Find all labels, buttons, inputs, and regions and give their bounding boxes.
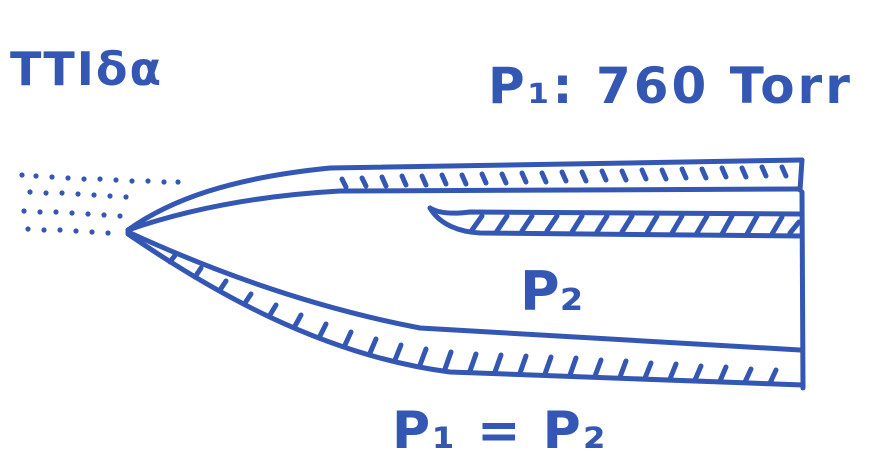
inner-wall-hatching (472, 216, 799, 234)
pressure-inside-label: P₂ (520, 260, 583, 323)
bottom-wall-hatching (170, 254, 776, 383)
equation-label: P₁ = P₂ (392, 401, 608, 455)
word-label: ΤΤΙδα (10, 42, 163, 96)
top-wall-hatching (342, 167, 786, 187)
pressure-top-label: P₁: 760 Torr (488, 57, 853, 115)
tube-outline (128, 160, 803, 388)
spray-dots (19, 172, 180, 235)
